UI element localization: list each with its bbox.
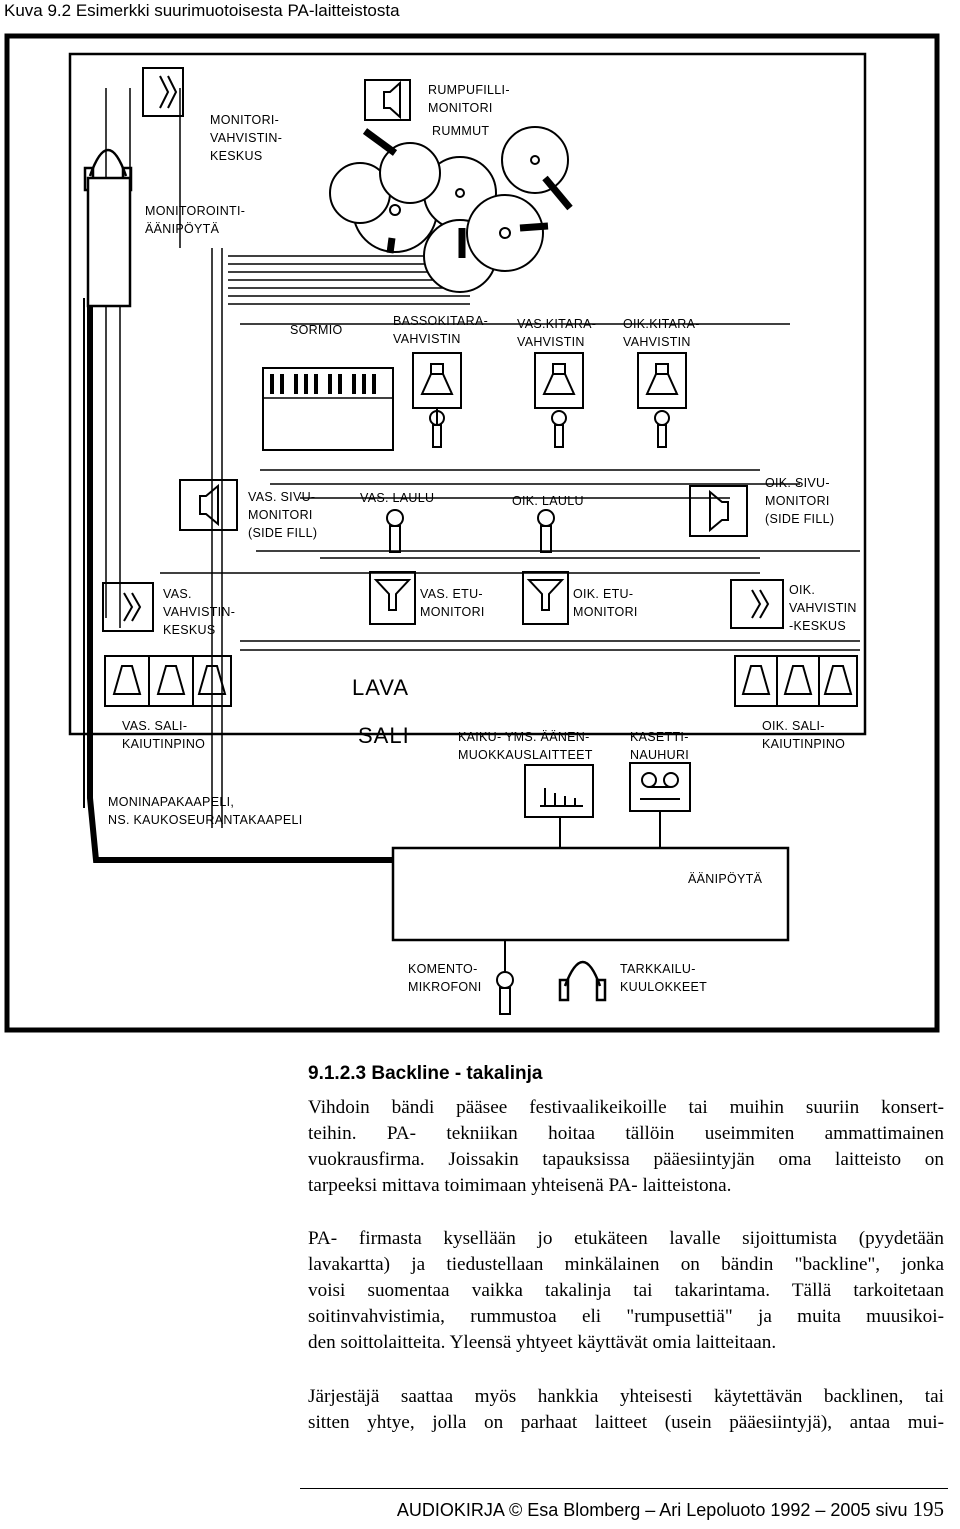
label-monitor-desk: MONITOROINTI-ÄÄNIPÖYTÄ: [145, 204, 245, 236]
paragraph-line: lavakartta) ja tiedustellaan minkälainen…: [308, 1254, 944, 1275]
label-right-pa-stack: OIK. SALI-KAIUTINPINO: [762, 719, 845, 751]
left-side-fill-monitor: [179, 479, 238, 531]
paragraph-line: den soittolaitteita. Yleensä yhtyeet käy…: [308, 1332, 777, 1353]
label-left-side-fill: VAS. SIVU-MONITORI(SIDE FILL): [248, 490, 317, 540]
monitor-mixing-desk: [86, 176, 132, 308]
label-right-guitar-amp: OIK.KITARA-VAHVISTIN: [623, 317, 700, 349]
label-right-vocal: OIK. LAULU: [512, 494, 584, 508]
label-stage: LAVA: [352, 675, 409, 700]
pa-system-diagram: MONITORI-VAHVISTIN-KESKUS RUMPUFILLI-MON…: [4, 33, 940, 1033]
monitoring-headphones-icon: [558, 961, 607, 1002]
label-bass-amp: BASSOKITARA-VAHVISTIN: [393, 314, 488, 346]
label-effects: KAIKU- YMS. ÄÄNEN-MUOKKAUSLAITTEET: [458, 730, 593, 762]
paragraph-line: sitten yhtye, jolla on parhaat laitteet …: [308, 1412, 944, 1433]
paragraph-line: Järjestäjä saattaa myös hankkia yhteises…: [308, 1386, 944, 1407]
page-footer: AUDIOKIRJA © Esa Blomberg – Ari Lepoluot…: [397, 1497, 944, 1522]
label-left-guitar-amp: VAS.KITARA-VAHVISTIN: [517, 317, 596, 349]
vocal-mic-right: [537, 509, 555, 553]
paragraph-line: PA- firmasta kysellään jo etukäteen lava…: [308, 1228, 944, 1249]
label-multicore: MONINAPAKAAPELI,NS. KAUKOSEURANTAKAAPELI: [108, 795, 303, 827]
label-keyboard: SORMIO: [290, 323, 343, 337]
page-number: 195: [912, 1497, 945, 1521]
label-hall: SALI: [358, 723, 410, 748]
label-right-side-fill: OIK. SIVU-MONITORI(SIDE FILL): [765, 476, 834, 526]
paragraph-3: Järjestäjä saattaa myös hankkia yhteises…: [308, 1384, 944, 1436]
left-guitar-amp: [534, 352, 584, 448]
paragraph-line: vuokrausfirma. Joissakin tapauksissa pää…: [308, 1149, 944, 1170]
right-side-fill-monitor: [689, 485, 748, 537]
front-of-house-mixer: [391, 846, 790, 942]
drum-fill-monitor: [364, 79, 411, 121]
right-guitar-amp: [637, 352, 687, 448]
label-left-wedge: VAS. ETU-MONITORI: [420, 587, 485, 619]
left-speaker-stack: [104, 655, 232, 707]
label-cassette: KASETTI-NAUHURI: [630, 730, 689, 762]
talkback-mic: [496, 940, 514, 1015]
label-mixer: ÄÄNIPÖYTÄ: [688, 872, 763, 886]
section-heading: 9.1.2.3 Backline - takalinja: [308, 1063, 543, 1084]
right-wedge-monitor: [522, 571, 569, 625]
diagram-frame: [4, 33, 940, 1033]
label-monitoring-headphones: TARKKAILU-KUULOKKEET: [620, 962, 707, 994]
monitor-amplifier-rack: [142, 67, 184, 117]
stage-outline: [68, 52, 867, 736]
label-right-wedge: OIK. ETU-MONITORI: [573, 587, 638, 619]
label-right-amp-rack: OIK.VAHVISTIN-KESKUS: [789, 583, 857, 633]
footer-rule: [300, 1488, 948, 1489]
paragraph-line: teihin. PA- tekniikan hoitaa tällöin use…: [308, 1123, 944, 1144]
paragraph-line: voisi suomentaa vaikka takalinja tai tak…: [308, 1280, 944, 1301]
paragraph-1: Vihdoin bändi pääsee festivaalikeikoille…: [308, 1095, 944, 1199]
label-left-amp-rack: VAS.VAHVISTIN-KESKUS: [163, 587, 235, 637]
label-drum-fill-monitor: RUMPUFILLI-MONITORI: [428, 83, 510, 115]
paragraph-2: PA- firmasta kysellään jo etukäteen lava…: [308, 1226, 944, 1356]
right-speaker-stack: [734, 655, 858, 707]
label-left-vocal: VAS. LAULU: [360, 491, 434, 505]
label-drums: RUMMUT: [432, 124, 489, 138]
figure-caption: Kuva 9.2 Esimerkki suurimuotoisesta PA-l…: [4, 1, 400, 20]
keyboard-instrument: [262, 367, 394, 451]
cassette-recorder: [629, 762, 691, 878]
label-talkback-mic: KOMENTO-MIKROFONI: [408, 962, 482, 994]
paragraph-line: Vihdoin bändi pääsee festivaalikeikoille…: [308, 1097, 944, 1118]
label-left-pa-stack: VAS. SALI-KAIUTINPINO: [122, 719, 205, 751]
vocal-mic-left: [386, 509, 404, 553]
footer-text: AUDIOKIRJA © Esa Blomberg – Ari Lepoluot…: [396, 1500, 908, 1520]
label-monitor-amp-rack: MONITORI-VAHVISTIN-KESKUS: [210, 113, 282, 163]
right-amplifier-rack: [730, 579, 784, 629]
left-amplifier-rack: [102, 582, 154, 632]
bass-amp: [412, 352, 462, 448]
left-wedge-monitor: [369, 571, 416, 625]
paragraph-line: soitinvahvistimia, rummustoa eli "rumpus…: [308, 1306, 944, 1327]
paragraph-line: tarpeeksi mittava toimimaan yhteisenä PA…: [308, 1175, 732, 1196]
drum-kit: [329, 126, 573, 293]
